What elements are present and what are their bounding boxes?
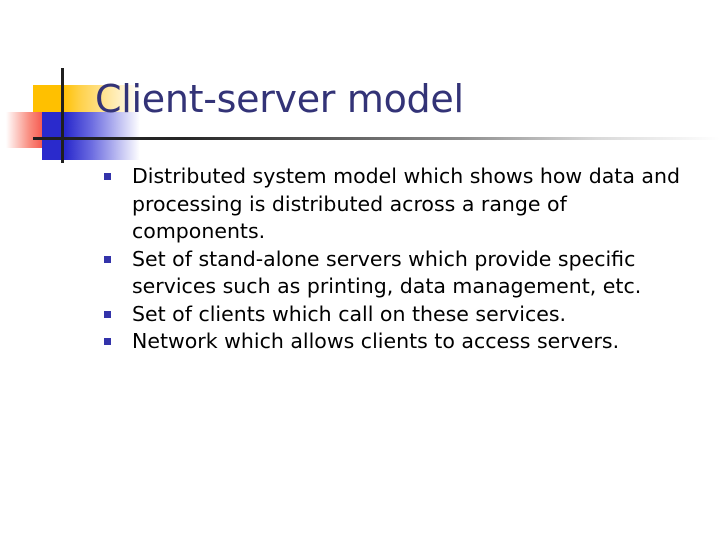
slide-title: Client-server model bbox=[95, 77, 464, 121]
logo-vertical-line bbox=[61, 68, 64, 163]
list-item: Network which allows clients to access s… bbox=[100, 328, 700, 356]
list-item-text: Distributed system model which shows how… bbox=[132, 164, 680, 243]
list-item: Set of clients which call on these servi… bbox=[100, 301, 700, 329]
list-item-text: Network which allows clients to access s… bbox=[132, 329, 620, 353]
square-bullet-icon bbox=[104, 310, 111, 318]
logo-red-block bbox=[6, 112, 58, 148]
list-item-text: Set of stand-alone servers which provide… bbox=[132, 246, 642, 299]
title-divider-rule bbox=[33, 137, 720, 140]
square-bullet-icon bbox=[104, 338, 111, 345]
bullet-list: Distributed system model which shows how… bbox=[100, 163, 700, 356]
square-bullet-icon bbox=[104, 255, 111, 263]
list-item-text: Set of clients which call on these servi… bbox=[132, 301, 567, 326]
list-item: Set of stand-alone servers which provide… bbox=[100, 246, 700, 301]
list-item: Distributed system model which shows how… bbox=[100, 163, 700, 246]
square-bullet-icon bbox=[104, 173, 111, 180]
